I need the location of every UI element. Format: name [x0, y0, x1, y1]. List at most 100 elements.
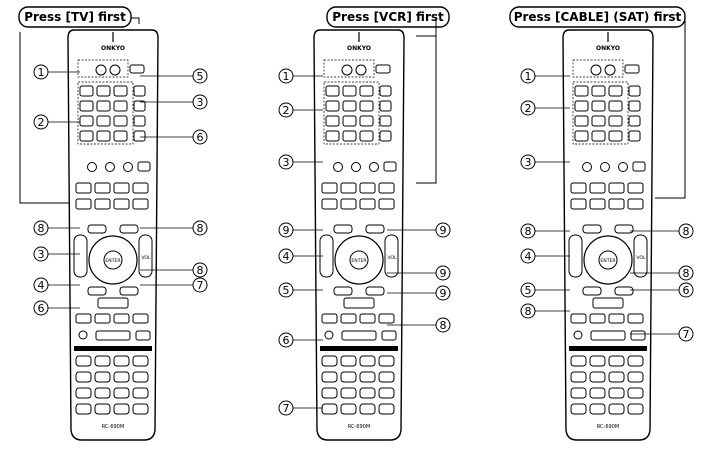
callout-number: 6 — [683, 284, 690, 297]
callout-number: 6 — [38, 302, 45, 315]
dashed-group — [572, 59, 624, 78]
keypad-button — [574, 130, 589, 142]
listening-button — [608, 371, 625, 383]
zone2-button — [383, 161, 397, 172]
listening-button — [75, 371, 92, 383]
callout-circle — [520, 282, 536, 298]
callout-number: 7 — [283, 402, 290, 415]
listening-button — [75, 355, 92, 367]
listening-button — [321, 403, 338, 415]
listening-button — [132, 403, 149, 415]
callout-circle — [278, 332, 294, 348]
callout-number: 3 — [197, 96, 204, 109]
callout-circle — [520, 248, 536, 264]
transport-button — [132, 313, 149, 324]
enter-button — [598, 250, 618, 270]
brand-logo: ONKYO — [596, 45, 620, 52]
keypad-button — [113, 85, 128, 97]
keypad-button — [113, 100, 128, 112]
callout-number: 9 — [440, 267, 447, 280]
side-key — [133, 115, 146, 127]
callout-circle — [278, 282, 294, 298]
enter-label: ENTER — [600, 258, 616, 264]
listening-button — [340, 387, 357, 399]
standby-button — [355, 64, 367, 76]
side-key — [379, 85, 392, 97]
model-number: RC-690M — [348, 424, 370, 430]
callout-circle — [435, 265, 451, 281]
mode-button — [359, 182, 376, 194]
callout-number: 9 — [440, 287, 447, 300]
mode-button — [608, 182, 625, 194]
zone2-button — [137, 161, 151, 172]
listening-button — [378, 403, 395, 415]
setup-button — [614, 224, 634, 234]
dashed-keypad — [572, 81, 629, 145]
listening-button — [589, 371, 606, 383]
guide-button — [614, 286, 634, 296]
callout-number: 8 — [38, 222, 45, 235]
listening-button — [570, 387, 587, 399]
keypad-button — [574, 100, 589, 112]
mode-button — [113, 182, 130, 194]
dashed-keypad — [323, 81, 380, 145]
listening-button — [340, 403, 357, 415]
ch-rocker — [73, 234, 88, 278]
power-on-button — [590, 64, 602, 76]
transport-button — [94, 313, 111, 324]
callout-number: 3 — [283, 156, 290, 169]
mode-button — [132, 198, 149, 210]
callout-number: 5 — [525, 284, 532, 297]
callout-circle — [278, 222, 294, 238]
top-side-button — [375, 64, 391, 74]
callout-number: 3 — [525, 156, 532, 169]
callout-circle — [278, 68, 294, 84]
listening-button — [75, 403, 92, 415]
listening-button — [378, 387, 395, 399]
transport-button — [75, 313, 92, 324]
header-frame — [509, 6, 686, 28]
transport-button — [570, 313, 587, 324]
keypad-button — [325, 85, 340, 97]
callout-8: 8 — [140, 220, 208, 236]
callout-number: 1 — [525, 70, 532, 83]
callout-circle — [520, 68, 536, 84]
callout-6: 6 — [140, 129, 208, 145]
callout-1: 1 — [33, 64, 80, 80]
side-key — [379, 130, 392, 142]
listening-button — [378, 355, 395, 367]
keypad-button — [359, 130, 374, 142]
callout-circle — [192, 129, 208, 145]
input-button — [618, 162, 628, 172]
listening-button — [75, 387, 92, 399]
remote-panel-3: Press [CABLE] (SAT) firstONKYOENTERVOLRC… — [509, 6, 694, 441]
mode-button — [608, 198, 625, 210]
listening-button — [94, 387, 111, 399]
keypad-button — [591, 100, 606, 112]
enter-label: ENTER — [105, 258, 121, 264]
transport-button — [321, 313, 338, 324]
callout-circle — [520, 303, 536, 319]
callout-9: 9 — [278, 222, 323, 238]
callout-number: 9 — [283, 224, 290, 237]
ch-rocker — [568, 234, 583, 278]
mode-button — [378, 182, 395, 194]
rec-button — [78, 330, 88, 340]
callout-3: 3 — [278, 154, 323, 170]
listening-mode-band — [569, 346, 647, 351]
listening-button — [113, 355, 130, 367]
side-key — [628, 100, 641, 112]
power-on-button — [341, 64, 353, 76]
vol-rocker — [384, 234, 399, 278]
side-key — [133, 85, 146, 97]
callout-6: 6 — [630, 282, 694, 298]
callout-circle — [435, 317, 451, 333]
zone2-button — [632, 161, 646, 172]
model-number: RC-690M — [102, 424, 124, 430]
callout-number: 8 — [197, 222, 204, 235]
playlist-button — [590, 330, 626, 341]
callout-7: 7 — [630, 326, 694, 342]
listening-button — [94, 371, 111, 383]
vol-label: VOL — [387, 255, 397, 261]
